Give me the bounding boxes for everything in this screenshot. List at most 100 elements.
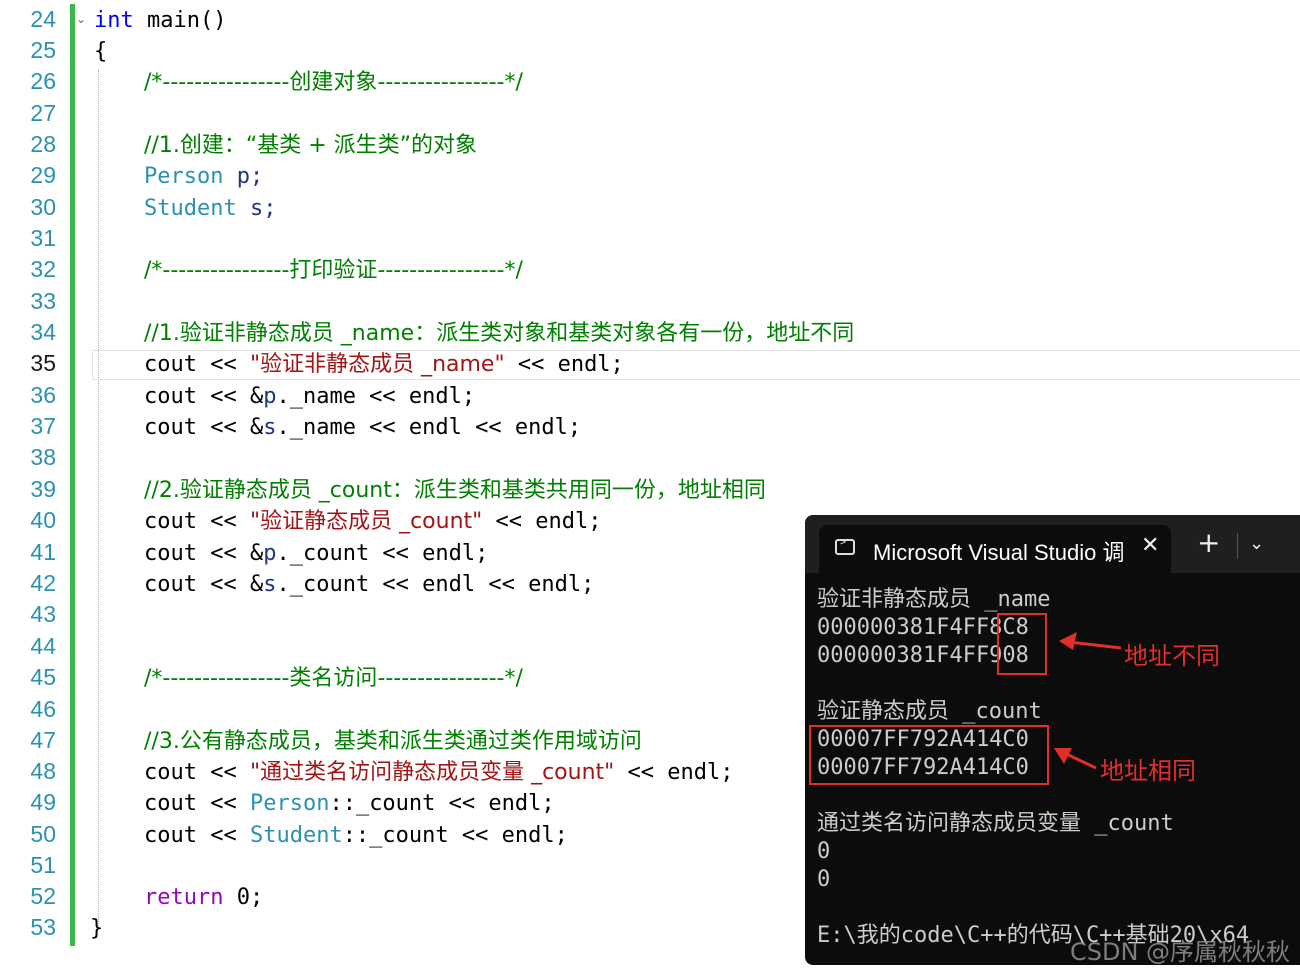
type-name: Student	[249, 823, 343, 848]
code-line-52[interactable]: return 0;	[144, 883, 263, 913]
keyword: int	[94, 8, 134, 33]
code-line-36[interactable]: cout << &p._name << endl;	[144, 382, 475, 412]
code-text: cout << &	[144, 415, 264, 440]
code-line-39[interactable]: //2.验证静态成员 _count：派生类和基类共用同一份，地址相同	[144, 478, 766, 503]
chevron-down-icon[interactable]: ⌄	[1249, 533, 1265, 554]
terminal-tab[interactable]: Microsoft Visual Studio 调试控制台 ✕	[819, 525, 1171, 573]
output-line: 00007FF792A414C0	[817, 727, 1029, 752]
string-literal: "验证静态成员 _count"	[249, 509, 483, 534]
code-line-32[interactable]: /*----------------打印验证----------------*/	[144, 258, 523, 283]
line-number: 42	[30, 570, 56, 596]
line-number: 48	[30, 758, 56, 784]
line-number: 49	[30, 789, 56, 815]
code-line-35[interactable]: cout << "验证非静态成员 _name" << endl;	[144, 350, 624, 380]
string-literal: "验证非静态成员 _name"	[249, 352, 505, 377]
code-text: ::_count << endl;	[342, 823, 568, 848]
code-line-24[interactable]: int main()	[94, 6, 226, 36]
code-line-47[interactable]: //3.公有静态成员，基类和派生类通过类作用域访问	[144, 729, 642, 754]
code-text: cout << &	[144, 541, 264, 566]
line-number: 51	[30, 852, 56, 878]
code-line-34[interactable]: //1.验证非静态成员 _name：派生类对象和基类对象各有一份，地址不同	[144, 321, 855, 346]
highlight-box-same	[809, 725, 1049, 785]
code-line-49[interactable]: cout << Person::_count << endl;	[144, 789, 555, 819]
output-line: 0	[817, 839, 831, 864]
line-number: 53	[30, 914, 56, 940]
code-line-40[interactable]: cout << "验证静态成员 _count" << endl;	[144, 507, 602, 537]
code-line-26[interactable]: /*----------------创建对象----------------*/	[144, 70, 523, 95]
code-text: main()	[133, 8, 227, 33]
code-line-45[interactable]: /*----------------类名访问----------------*/	[144, 666, 523, 691]
code-text: ._name << endl;	[276, 384, 476, 409]
line-number: 34	[30, 319, 56, 345]
code-line-28[interactable]: //1.创建：“基类 + 派生类”的对象	[144, 133, 478, 158]
line-number: 45	[30, 664, 56, 690]
change-indicator-bar	[70, 4, 75, 946]
arrow-icon	[1054, 748, 1097, 770]
close-icon[interactable]: ✕	[1141, 533, 1160, 558]
variable: s	[263, 572, 277, 597]
code-line-42[interactable]: cout << &s._count << endl << endl;	[144, 570, 594, 600]
code-line-29[interactable]: Person p;	[144, 162, 263, 192]
line-number: 26	[30, 68, 56, 94]
code-line-30[interactable]: Student s;	[144, 194, 276, 224]
code-text: cout <<	[144, 791, 250, 816]
annotation-same: 地址相同	[1100, 757, 1196, 785]
tab-divider	[1237, 533, 1238, 559]
output-line: 验证静态成员 _count	[817, 699, 1042, 724]
terminal-tab-bar: Microsoft Visual Studio 调试控制台 ✕ + ⌄	[805, 515, 1300, 573]
line-number: 28	[30, 131, 56, 157]
type-name: Student	[144, 196, 237, 221]
keyword: return	[144, 885, 224, 910]
code-text: ._name << endl << endl;	[276, 415, 582, 440]
tab-title: Microsoft Visual Studio 调试控制台	[873, 540, 1123, 565]
line-number: 38	[30, 444, 56, 470]
code-text: ._count << endl << endl;	[276, 572, 595, 597]
code-text: cout <<	[144, 823, 250, 848]
code-line-41[interactable]: cout << &p._count << endl;	[144, 539, 488, 569]
line-number: 27	[30, 100, 56, 126]
code-text: cout << &	[144, 572, 264, 597]
output-line: 000000381F4FF8C8	[817, 615, 1029, 640]
code-line-48[interactable]: cout << "通过类名访问静态成员变量 _count" << endl;	[144, 758, 734, 788]
code-line-25[interactable]: {	[94, 37, 107, 67]
line-number: 40	[30, 507, 56, 533]
code-text: ._count << endl;	[276, 541, 489, 566]
output-line: 0	[817, 867, 831, 892]
output-line: 000000381F4FF908	[817, 643, 1029, 668]
line-number: 24	[30, 6, 56, 32]
line-number: 52	[30, 883, 56, 909]
output-line: 通过类名访问静态成员变量 _count	[817, 811, 1174, 836]
indent-guide	[98, 70, 99, 930]
variable: p	[263, 384, 277, 409]
line-number: 43	[30, 601, 56, 627]
code-text: ::_count << endl;	[329, 791, 555, 816]
code-text: cout <<	[144, 352, 250, 377]
code-text: }	[90, 916, 104, 941]
annotation-different: 地址不同	[1124, 642, 1220, 670]
watermark: CSDN @序属秋秋秋	[1070, 938, 1291, 966]
code-line-37[interactable]: cout << &s._name << endl << endl;	[144, 413, 581, 443]
code-text: cout <<	[144, 509, 250, 534]
debug-console-window[interactable]: Microsoft Visual Studio 调试控制台 ✕ + ⌄ 验证非静…	[805, 515, 1300, 965]
line-number: 39	[30, 476, 56, 502]
console-icon	[835, 537, 855, 555]
code-text: p;	[223, 164, 264, 189]
new-tab-button[interactable]: +	[1197, 526, 1221, 559]
code-text: {	[94, 39, 108, 64]
variable: s	[263, 415, 277, 440]
code-line-50[interactable]: cout << Student::_count << endl;	[144, 821, 568, 851]
line-number: 33	[30, 288, 56, 314]
line-number: 29	[30, 162, 56, 188]
code-text: << endl;	[614, 760, 734, 785]
current-line-highlight	[92, 350, 1300, 380]
fold-toggle-icon[interactable]: ⌄	[76, 12, 87, 26]
variable: p	[263, 541, 277, 566]
line-number: 30	[30, 194, 56, 220]
code-text: << endl;	[504, 352, 624, 377]
code-line-53[interactable]: }	[90, 914, 103, 944]
code-text: cout << &	[144, 384, 264, 409]
line-number: 25	[30, 37, 56, 63]
code-text: cout <<	[144, 760, 250, 785]
type-name: Person	[144, 164, 224, 189]
